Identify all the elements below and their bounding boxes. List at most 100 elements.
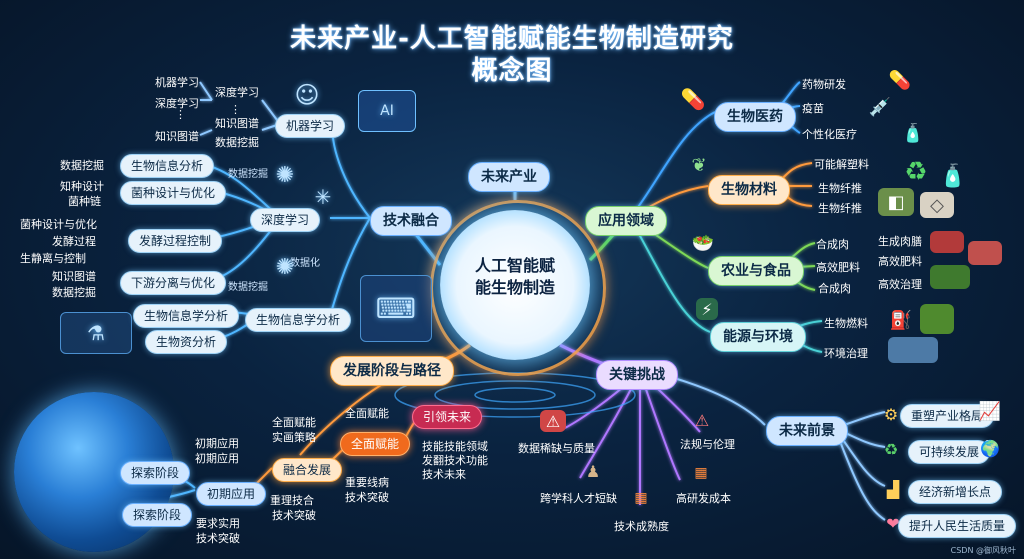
full-below-1: 重要线病: [345, 476, 389, 489]
challenge-cost: 高研发成本: [676, 492, 731, 505]
downstream-left2: 数据挖掘: [52, 286, 96, 299]
dl-digitize: 数据化: [290, 258, 320, 269]
bar-growth-icon: ▟: [886, 479, 900, 499]
node-lead-future[interactable]: 引领未来: [412, 405, 483, 429]
challenge-data: 数据稀缺与质量: [518, 442, 595, 455]
agri-item-2: 高效肥料: [816, 261, 860, 274]
growth-chart-icon: 📈: [978, 400, 1002, 422]
plant-icon: ❦: [691, 154, 707, 176]
ai-badge-text: AI: [380, 103, 394, 119]
bowl-icon: 🥗: [691, 232, 715, 254]
node-explore-stage-1[interactable]: 探索阶段: [120, 461, 191, 485]
agri-item-3: 合成肉: [818, 282, 851, 295]
title-line2: 概念图: [471, 56, 553, 86]
prospect-reshape: 重塑产业格局: [900, 404, 995, 428]
node-biomaterials[interactable]: 生物材料: [708, 175, 790, 205]
node-key-challenges[interactable]: 关键挑战: [596, 360, 678, 390]
materials-item-3: 生物纤推: [818, 202, 862, 215]
node-bio-info-analysis[interactable]: 生物信息分析: [120, 154, 215, 178]
node-tech-fusion[interactable]: 技术融合: [370, 206, 452, 236]
initial-above-1: 初期应用: [195, 437, 239, 450]
pharma-item-personal: 个性化医疗: [802, 128, 857, 141]
agri-sub-3: 高效治理: [878, 278, 922, 291]
bottle-icon: 🧴: [939, 163, 967, 189]
syringe-icon: 💉: [868, 96, 892, 118]
prospect-growth: 经济新增长点: [908, 480, 1003, 504]
node-future-industry[interactable]: 未来产业: [468, 162, 550, 192]
fusion-above-2: 实画策略: [272, 431, 316, 444]
brain-head-icon: ☺: [294, 81, 320, 109]
node-explore-stage-2[interactable]: 探索阶段: [122, 503, 193, 527]
full-above: 全面赋能: [345, 407, 389, 420]
pharma-item-drug: 药物研发: [802, 78, 846, 91]
energy-item-1: 生物燃料: [824, 317, 868, 330]
prospect-sustainable: 可持续发展: [908, 440, 991, 464]
fuel-can-icon: ⛽: [889, 309, 913, 331]
node-deep-learning[interactable]: 深度学习: [250, 208, 321, 232]
ml-label-ml: 机器学习: [155, 76, 199, 89]
node-full-empowerment[interactable]: 全面赋能: [340, 432, 411, 456]
ai-chip-icon: AI: [358, 90, 416, 132]
node-biomedicine[interactable]: 生物医药: [714, 102, 796, 132]
node-initial-application[interactable]: 初期应用: [196, 482, 267, 506]
node-application-fields[interactable]: 应用领域: [585, 206, 667, 236]
ml-label-kg: 知识图谱: [215, 117, 259, 130]
barrier-icon-2: ▦: [694, 465, 708, 481]
future-below-3: 技术未来: [422, 468, 466, 481]
node-fermentation-control[interactable]: 发酵过程控制: [128, 229, 223, 253]
strain-left2: 菌种链: [68, 195, 101, 208]
fusion-below-1: 重理技合: [270, 494, 314, 507]
node-energy-env[interactable]: 能源与环境: [710, 322, 806, 352]
ml-dots2: ⋮: [230, 103, 241, 116]
materials-item-1: 可能解塑料: [814, 158, 869, 171]
meat-icon: [930, 231, 964, 253]
node-agri-food[interactable]: 农业与食品: [708, 256, 804, 286]
steak-icon: [968, 241, 1002, 265]
initial-below-1: 要求实用: [196, 517, 240, 530]
ferment-left3: 生静离与控制: [20, 252, 86, 265]
strain-left1: 知种设计: [60, 180, 104, 193]
lab-equipment-icon: ⚗: [60, 312, 132, 354]
medicine-jar-icon: 🧴: [901, 122, 925, 144]
node-downstream[interactable]: 下游分离与优化: [120, 271, 227, 295]
bio-info-left: 数据挖掘: [60, 159, 104, 172]
center-line2: 能生物制造: [474, 278, 555, 297]
challenge-talent: 跨学科人才短缺: [540, 492, 617, 505]
ferment-left2: 发酵过程: [52, 235, 96, 248]
prospect-life-quality: 提升人民生活质量: [898, 514, 1017, 538]
fusion-above-1: 全面赋能: [272, 416, 316, 429]
challenge-regulation: 法规与伦理: [680, 438, 735, 451]
packaging-icon: ◧: [878, 188, 914, 216]
recycle-icon: ♻: [904, 157, 928, 187]
node-fusion-development[interactable]: 融合发展: [272, 458, 343, 482]
node-bioinfo-sub1[interactable]: 生物信息学分析: [133, 304, 240, 328]
recycle-small-icon: ♻: [883, 439, 899, 459]
center-line1: 人工智能赋: [474, 256, 555, 275]
challenge-maturity: 技术成熟度: [614, 520, 669, 533]
energy-item-2: 环境治理: [824, 347, 868, 360]
ml-label-dm: 数据挖掘: [215, 136, 259, 149]
agri-sub-1: 生成肉膳: [878, 235, 922, 248]
person-icon: ♟: [585, 461, 601, 481]
pill-bottle-icon: 💊: [680, 87, 706, 111]
dl-data-mining2: 数据挖掘: [228, 282, 268, 293]
center-hub-label: 人工智能赋 能生物制造: [450, 255, 580, 299]
node-future-prospects[interactable]: 未来前景: [766, 416, 848, 446]
footer-watermark: CSDN @御风秋叶: [950, 546, 1016, 555]
node-bioinfo-sub2[interactable]: 生物资分析: [145, 330, 228, 354]
network-icon: ✳: [314, 185, 332, 209]
warning-server-icon: ⚠: [540, 410, 566, 432]
fiber-icon: ◇: [920, 192, 954, 218]
node-strain-design[interactable]: 菌种设计与优化: [120, 181, 227, 205]
algae-icon: [920, 304, 954, 334]
node-dev-stages[interactable]: 发展阶段与路径: [330, 356, 454, 386]
node-bioinformatics-analysis[interactable]: 生物信息学分析: [245, 308, 352, 332]
initial-above-2: 初期应用: [195, 452, 239, 465]
center-hub[interactable]: [440, 210, 590, 360]
title-line1: 未来产业-人工智能赋能生物制造研究: [290, 24, 734, 54]
node-machine-learning[interactable]: 机器学习: [275, 114, 346, 138]
lab-workstation-icon: ⌨: [360, 275, 432, 342]
agri-item-1: 合成肉: [816, 238, 849, 251]
globe-hand-icon: 🌍: [980, 438, 1000, 458]
materials-item-2: 生物纤推: [818, 182, 862, 195]
